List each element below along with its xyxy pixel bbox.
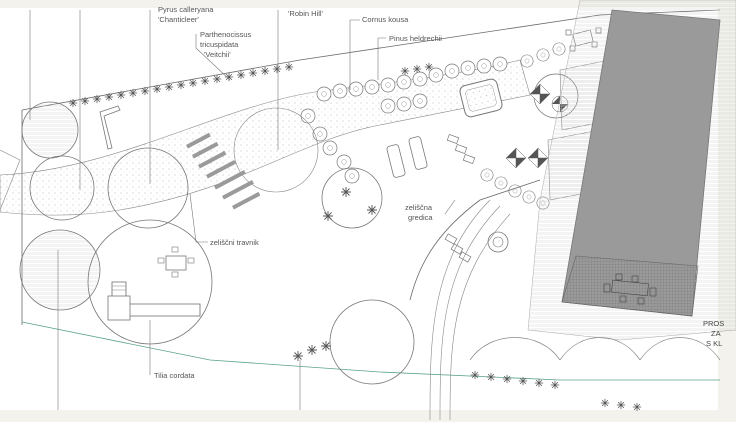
swimming-pool: [561, 9, 721, 317]
label-tilia-cordata: Tilia cordata: [154, 371, 195, 380]
label-herb-meadow: zeliščni travnik: [210, 238, 259, 247]
lawn-table: [157, 246, 195, 278]
label-cornus-kousa: Cornus kousa: [362, 15, 409, 24]
label-pinus-heldrechii: Pinus heldrechii: [389, 34, 442, 43]
square-pond: [459, 78, 503, 118]
play-structure: [107, 281, 201, 321]
label-parthenocissus: Parthenocissus: [200, 30, 252, 39]
hedge-arcs-bottom: [469, 337, 721, 361]
stepping-stones: [444, 134, 476, 263]
label-robin-hill: 'Robin Hill': [288, 9, 324, 18]
label-chanticleer: 'Chanticleer': [158, 15, 199, 24]
label-tricuspidata: tricuspidata: [200, 40, 239, 49]
herb-bed-path: [409, 179, 541, 421]
parked-cars: [386, 136, 428, 178]
label-pyrus-calleryana: Pyrus calleryana: [158, 5, 214, 14]
fire-pit: [487, 231, 509, 253]
edge-text-line1: PROS: [703, 319, 724, 328]
edge-text-line2: ZA: [711, 329, 721, 338]
label-veitchii: 'Veitchii': [204, 50, 231, 59]
herb-meadow-beds: [186, 132, 261, 210]
plant-labels: Pyrus calleryana 'Chanticleer' 'Robin Hi…: [154, 5, 724, 380]
edge-text-line3: S KL: [706, 339, 722, 348]
label-herb-bed-2: gredica: [408, 213, 433, 222]
tree-canopies-left: [19, 73, 579, 385]
label-herb-bed-1: zeliščna: [405, 203, 433, 212]
label-leaders: [29, 10, 456, 410]
bench: [99, 105, 121, 150]
